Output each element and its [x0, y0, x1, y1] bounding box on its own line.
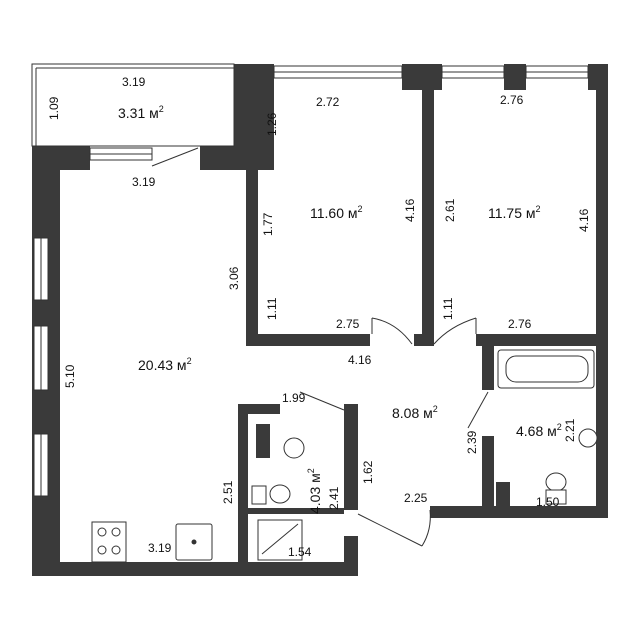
dim-corridor: 4.16 [348, 353, 372, 367]
wall-bed-partition-b [414, 334, 434, 346]
hall-area: 8.08 м2 [392, 404, 438, 421]
wall-bottom [32, 562, 358, 576]
dim-hall-bottom: 2.25 [404, 491, 428, 505]
dim-bed1-top: 2.72 [316, 95, 340, 109]
dim-bed1-left-c: 1.11 [265, 297, 279, 320]
dim-wc-bottom: 1.54 [288, 545, 312, 559]
balcony-area: 3.31 м2 [118, 104, 164, 121]
wall-right [596, 64, 608, 518]
wc-door [299, 391, 345, 411]
dim-bath-bottom: 1.50 [536, 495, 560, 509]
dimension-labels: 3.19 1.09 3.19 2.72 1.26 1.77 1.11 4.16 … [47, 75, 591, 559]
bath-area: 4.68 м2 [516, 422, 562, 439]
dim-hall-right: 2.39 [465, 430, 479, 454]
stove [91, 521, 127, 563]
dim-hall-left: 1.62 [361, 460, 375, 484]
bath-toilet [545, 472, 567, 492]
wall-bed2-bottom [476, 334, 608, 346]
dim-balcony-bottom: 3.19 [132, 175, 156, 189]
bath-sink [578, 428, 598, 448]
dim-bed2-left-b: 1.11 [441, 297, 455, 320]
balcony-outline [31, 63, 235, 147]
dim-wc-right: 2.41 [327, 486, 341, 510]
thin-lines [31, 63, 589, 547]
wall-bed-partition [422, 90, 434, 346]
dim-bath-right: 2.21 [563, 418, 577, 442]
dim-bed1-bottom: 2.75 [336, 317, 360, 331]
walls [32, 64, 608, 576]
wall-bath-left-b [482, 436, 494, 518]
wall-bed1-left [246, 90, 258, 346]
dim-bed2-right: 4.16 [577, 208, 591, 232]
hall-door [357, 513, 423, 547]
dim-bed2-bottom: 2.76 [508, 317, 532, 331]
dim-wc-top: 1.99 [282, 391, 306, 405]
wc-toilet [269, 484, 291, 504]
wall-wc-top [238, 404, 280, 414]
dim-bed1-left-a: 1.26 [265, 112, 279, 136]
bath-door [467, 391, 489, 429]
bed1-door-arc [371, 317, 413, 345]
dim-balcony-side: 1.09 [47, 96, 61, 120]
wall-bed1-bottom [246, 334, 370, 346]
wc-sink [283, 437, 305, 459]
dim-bed1-left-b: 1.77 [261, 212, 275, 236]
bedroom-right-area: 11.75 м2 [488, 204, 541, 221]
bedroom-left-area: 11.60 м2 [310, 204, 363, 221]
dim-bed2-top: 2.76 [500, 93, 524, 107]
wall-wc-right [344, 404, 358, 510]
wall-wc-right-b [344, 536, 358, 576]
dim-balcony-top: 3.19 [122, 75, 146, 89]
wc-area: 4.03 м2 [306, 468, 323, 514]
area-labels: 3.31 м2 11.60 м2 11.75 м2 20.43 м2 8.08 … [118, 104, 562, 514]
wall-bath-left [482, 334, 494, 390]
wall-bottom-right [430, 506, 608, 518]
wall-living-top [32, 146, 90, 170]
bed2-door-arc [433, 317, 477, 345]
fixtures [91, 349, 598, 563]
wall-wc-mid [248, 508, 344, 514]
wall-top-1 [234, 64, 274, 90]
dim-living-bottom: 3.19 [148, 541, 172, 555]
dim-living-left: 5.10 [63, 364, 77, 388]
dim-living-right: 3.06 [227, 266, 241, 290]
wall-wc-left [238, 404, 248, 576]
dim-bed2-left-a: 2.61 [443, 198, 457, 222]
wall-bath-stub [496, 482, 510, 518]
wall-wc-stub [256, 424, 270, 458]
living-area: 20.43 м2 [138, 356, 192, 373]
wall-top-3 [504, 64, 526, 90]
wall-top-2 [402, 64, 442, 90]
dim-wc-left: 2.51 [221, 480, 235, 504]
dim-bed1-right: 4.16 [403, 198, 417, 222]
